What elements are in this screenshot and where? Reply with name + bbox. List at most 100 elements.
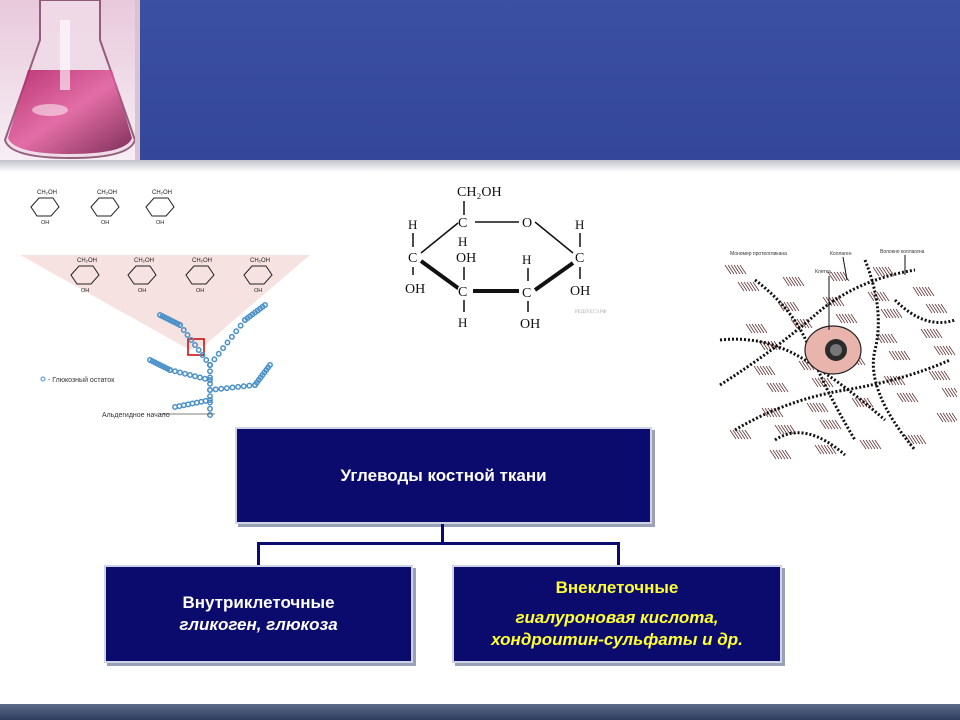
glucose-residue — [207, 362, 213, 368]
proteoglycan-strand — [921, 286, 929, 297]
collagen-fiber — [893, 298, 956, 324]
proteoglycan-strand — [844, 313, 852, 324]
connector-horizontal — [257, 542, 620, 545]
connector-left — [257, 542, 260, 565]
proteoglycan-strand — [886, 375, 894, 386]
proteoglycan-strand — [782, 276, 790, 287]
proteoglycan-strand — [827, 271, 835, 282]
proteoglycan-strand — [948, 412, 956, 423]
glucose-residue — [207, 374, 213, 381]
atom-h2: H — [575, 217, 584, 232]
proteoglycan-strand — [833, 271, 841, 282]
footer-bar — [0, 704, 960, 720]
atom-ch2oh: CH₂OH — [457, 185, 502, 200]
glucose-residue — [172, 404, 178, 410]
proteoglycan-strand — [786, 301, 794, 312]
proteoglycan-strand — [825, 419, 833, 430]
proteoglycan-strand — [912, 286, 920, 297]
proteoglycan-strand — [911, 392, 919, 403]
glucose-residue — [187, 372, 193, 378]
proteoglycan-strand — [821, 402, 829, 413]
proteoglycan-strand — [863, 397, 871, 408]
proteoglycan-strand — [786, 424, 794, 435]
aldehyde-label: Альдегидное начало — [102, 412, 170, 419]
collagen-fiber — [719, 268, 916, 387]
proteoglycan-strand — [927, 286, 935, 297]
proteoglycan-strand — [908, 392, 916, 403]
proteoglycan-strand — [905, 392, 913, 403]
proteoglycan-strand — [820, 444, 828, 455]
proteoglycan-strand — [854, 397, 862, 408]
proteoglycan-strand — [769, 449, 777, 460]
proteoglycan-strand — [828, 419, 836, 430]
glucose-legend: - Глюкозный остаток — [48, 376, 115, 384]
ring-ch2oh-label: CH₂OH — [152, 190, 172, 196]
proteoglycan-strand — [806, 402, 814, 413]
proteoglycan-strand — [831, 296, 839, 307]
proteoglycan-strand — [766, 382, 774, 393]
proteoglycan-strand — [839, 271, 847, 282]
atom-oh4: OH — [520, 317, 540, 332]
extracellular-sub-2: хондроитин-сульфаты и др. — [491, 630, 743, 649]
proteoglycan-strand — [749, 281, 757, 292]
proteoglycan-strand — [883, 308, 891, 319]
ring-oh-label: OH — [41, 220, 49, 226]
proteoglycan-strand — [769, 382, 777, 393]
proteoglycan-strand — [757, 323, 765, 334]
proteoglycan-strand — [873, 291, 881, 302]
atom-h1: H — [458, 234, 467, 249]
proteoglycan-strand — [892, 308, 900, 319]
proteoglycan-strand — [765, 365, 773, 376]
proteoglycan-strand — [732, 429, 740, 440]
proteoglycan-strand — [937, 303, 945, 314]
glucose-dot-icon — [40, 376, 46, 382]
glucose-residue — [195, 347, 202, 353]
extracellular-sub-1: гиалуроновая кислота, — [515, 608, 719, 627]
proteoglycan-strand — [798, 360, 806, 371]
glucose-residue — [192, 373, 198, 380]
proteoglycan-strand — [745, 323, 753, 334]
atom-c2: C — [575, 251, 584, 266]
glucose-residue — [237, 322, 244, 329]
ring-ch2oh-label: CH₂OH — [97, 190, 117, 196]
glucose-residue — [172, 368, 178, 375]
glucose-residue — [215, 350, 222, 357]
watermark: РЕШУЕГЭ.РФ — [575, 310, 607, 315]
glucose-residue — [180, 327, 187, 333]
collagen-fiber — [719, 337, 886, 422]
proteoglycan-strand — [910, 434, 918, 445]
proteoglycan-strand — [744, 429, 752, 440]
proteoglycan-strand — [762, 365, 770, 376]
proteoglycan-strand — [814, 444, 822, 455]
proteoglycan-strand — [923, 328, 931, 339]
proteoglycan-strand — [903, 350, 911, 361]
ring-oh-label: OH — [254, 288, 262, 294]
proteoglycan-strand — [759, 365, 767, 376]
proteoglycan-strand — [838, 313, 846, 324]
glucose-ring — [127, 265, 157, 285]
proteoglycan-strand — [770, 407, 778, 418]
glucose-residue — [207, 405, 213, 412]
proteoglycan-strand — [880, 308, 888, 319]
glucose-residue — [212, 386, 219, 393]
proteoglycan-strand — [944, 387, 952, 398]
proteoglycan-strand — [746, 281, 754, 292]
proteoglycan-strand — [828, 296, 836, 307]
proteoglycan-strand — [756, 365, 764, 376]
proteoglycan-strand — [837, 296, 845, 307]
proteoglycan-strand — [788, 276, 796, 287]
proteoglycan-strand — [890, 333, 898, 344]
proteoglycan-strand — [875, 266, 883, 277]
atom-c4: C — [458, 285, 467, 300]
proteoglycan-strand — [907, 434, 915, 445]
proteoglycan-strand — [778, 382, 786, 393]
proteoglycan-strand — [895, 375, 903, 386]
proteoglycan-strand — [936, 345, 944, 356]
proteoglycan-strand — [934, 370, 942, 381]
proteoglycan-strand — [941, 387, 949, 398]
glucose-residue — [184, 332, 191, 338]
proteoglycan-strand — [932, 328, 940, 339]
proteoglycan-strand — [738, 429, 746, 440]
proteoglycan-strand — [775, 382, 783, 393]
